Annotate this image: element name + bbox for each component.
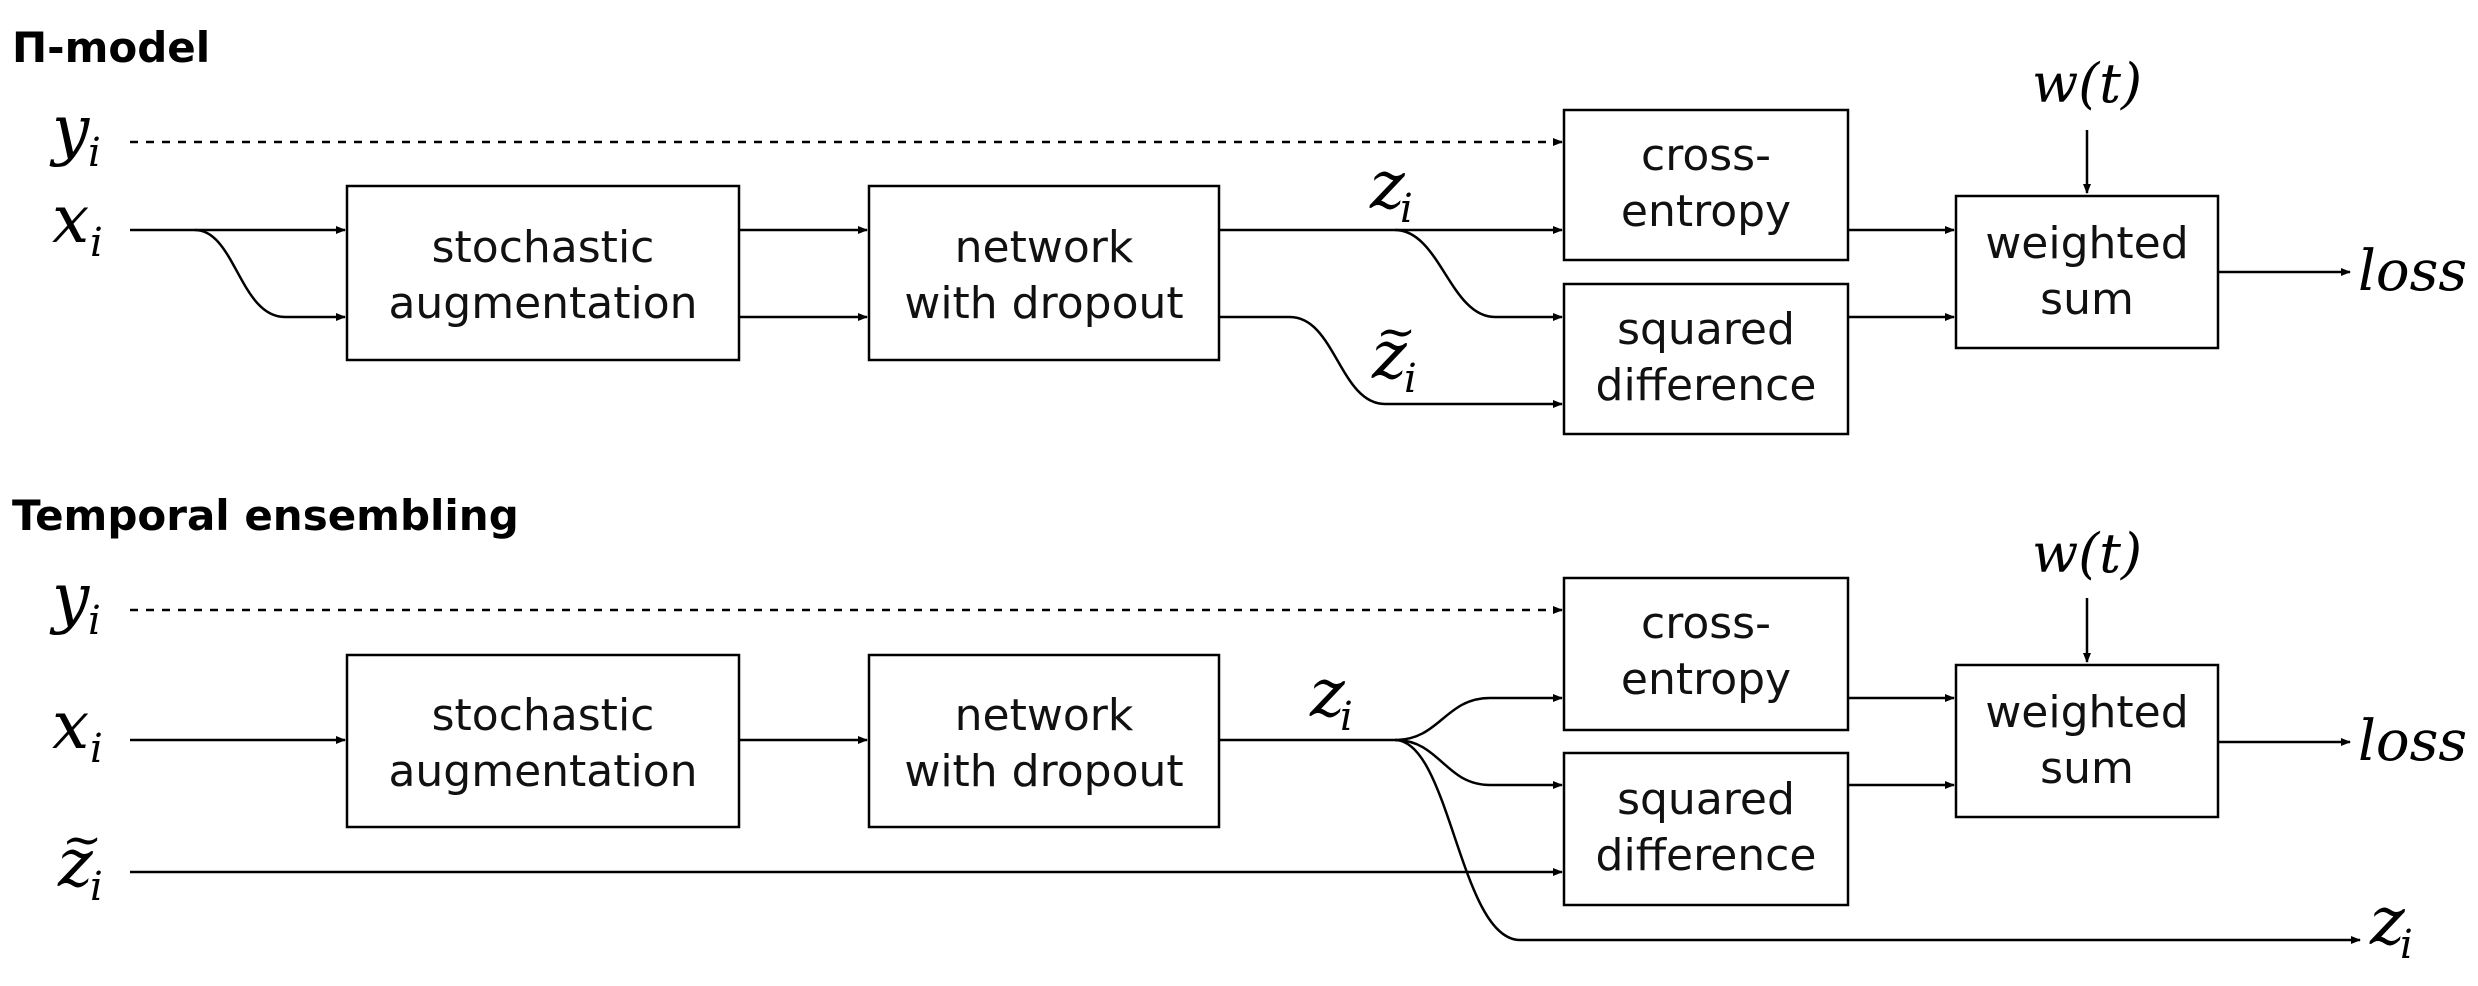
pi-ztilde-label: z ~ i — [1371, 304, 1417, 402]
svg-text:augmentation: augmentation — [388, 746, 697, 797]
te-wt-label: w(t) — [2032, 522, 2142, 585]
te-ztilde-label: z ~ i — [57, 812, 103, 910]
svg-text:y: y — [49, 91, 90, 168]
svg-text:sum: sum — [2040, 743, 2134, 794]
te-squared-difference-box: squared difference — [1562, 751, 1850, 907]
te-y-label: y i — [49, 559, 101, 644]
pi-loss-label: loss — [2358, 239, 2467, 304]
svg-text:z: z — [2369, 883, 2406, 960]
pi-model-diagram: Π-model y i x i stochastic augmentation … — [12, 23, 2467, 436]
svg-text:with dropout: with dropout — [904, 278, 1183, 329]
pi-wt-label: w(t) — [2032, 52, 2142, 115]
svg-text:z: z — [57, 825, 94, 902]
svg-text:stochastic: stochastic — [432, 222, 655, 273]
pi-x-arrow-bottom — [194, 228, 346, 321]
te-augmentation-box: stochastic augmentation — [345, 653, 741, 829]
svg-text:z: z — [1309, 655, 1346, 732]
svg-text:squared: squared — [1617, 774, 1795, 825]
pi-cross-entropy-box: cross- entropy — [1562, 108, 1850, 262]
te-weighted-sum-box: weighted sum — [1954, 663, 2220, 819]
pi-z-to-sq-arrow — [1394, 228, 1563, 321]
svg-text:entropy: entropy — [1621, 186, 1791, 237]
svg-text:i: i — [90, 726, 103, 772]
svg-text:~: ~ — [1376, 304, 1416, 360]
pi-weighted-sum-box: weighted sum — [1954, 194, 2220, 350]
pi-y-label: y i — [49, 91, 101, 176]
svg-text:cross-: cross- — [1641, 598, 1771, 649]
te-loss-label: loss — [2358, 709, 2467, 774]
te-x-label: x i — [52, 687, 103, 772]
te-z-output-arrow — [1394, 738, 2361, 944]
temporal-ensembling-diagram: Temporal ensembling y i x i z ~ i stocha… — [12, 491, 2467, 968]
svg-text:i: i — [1400, 186, 1413, 232]
pi-x-label: x i — [52, 181, 103, 266]
svg-text:i: i — [88, 130, 101, 176]
svg-text:entropy: entropy — [1621, 654, 1791, 705]
svg-text:i: i — [1404, 356, 1417, 402]
svg-text:i: i — [2400, 922, 2413, 968]
svg-text:x: x — [52, 181, 89, 258]
svg-text:z: z — [1369, 147, 1406, 224]
svg-text:i: i — [88, 598, 101, 644]
svg-text:weighted: weighted — [1985, 687, 2188, 738]
svg-text:difference: difference — [1596, 830, 1817, 881]
svg-text:sum: sum — [2040, 274, 2134, 325]
pi-z-label: z i — [1369, 147, 1413, 232]
pi-augmentation-box: stochastic augmentation — [345, 184, 741, 362]
svg-text:i: i — [90, 864, 103, 910]
te-z-to-sq-arrow — [1394, 738, 1563, 789]
svg-text:z: z — [1371, 317, 1408, 394]
pi-network-box: network with dropout — [867, 184, 1221, 362]
svg-text:stochastic: stochastic — [432, 690, 655, 741]
te-cross-entropy-box: cross- entropy — [1562, 576, 1850, 732]
te-z-output-label: z i — [2369, 883, 2413, 968]
te-z-to-ce-arrow — [1394, 694, 1563, 742]
svg-text:network: network — [955, 690, 1134, 741]
svg-text:y: y — [49, 559, 90, 636]
svg-text:~: ~ — [62, 812, 102, 868]
svg-text:augmentation: augmentation — [388, 278, 697, 329]
svg-text:cross-: cross- — [1641, 130, 1771, 181]
pi-squared-difference-box: squared difference — [1562, 282, 1850, 436]
svg-text:squared: squared — [1617, 304, 1795, 355]
svg-text:network: network — [955, 222, 1134, 273]
svg-text:difference: difference — [1596, 360, 1817, 411]
pi-ztilde-to-sq-arrow — [1219, 315, 1563, 408]
svg-text:weighted: weighted — [1985, 218, 2188, 269]
temporal-title: Temporal ensembling — [12, 491, 519, 540]
pi-model-title: Π-model — [12, 23, 210, 72]
svg-text:i: i — [1340, 694, 1353, 740]
svg-text:x: x — [52, 687, 89, 764]
te-z-label: z i — [1309, 655, 1353, 740]
svg-text:with dropout: with dropout — [904, 746, 1183, 797]
svg-text:i: i — [90, 220, 103, 266]
te-network-box: network with dropout — [867, 653, 1221, 829]
